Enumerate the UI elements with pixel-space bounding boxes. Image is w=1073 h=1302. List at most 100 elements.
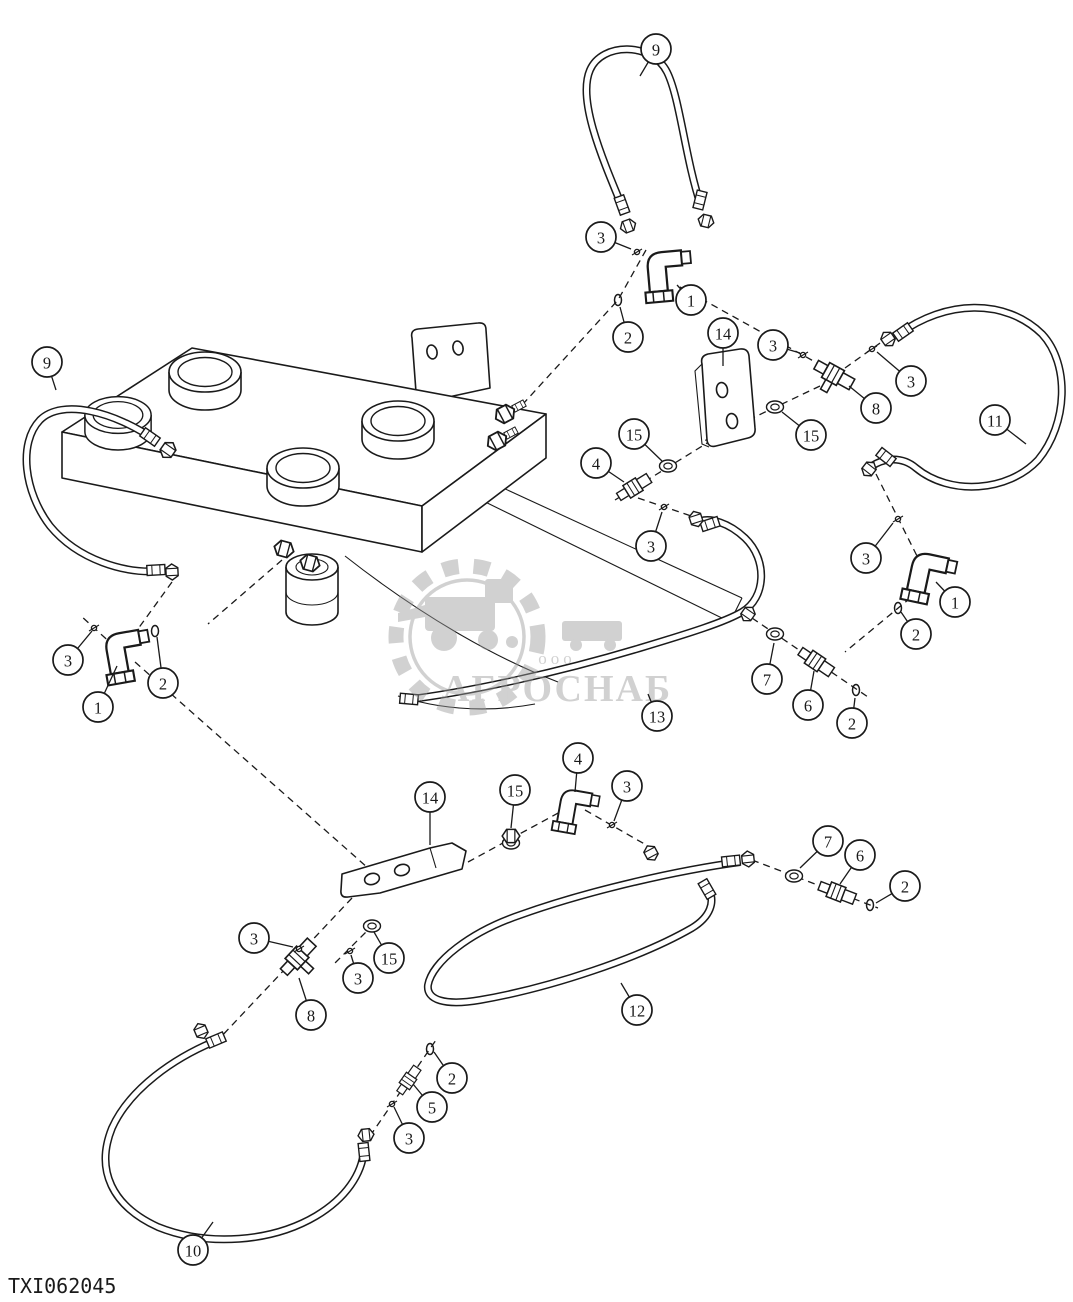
callout-1: 1 <box>82 665 118 723</box>
callout-3: 3 <box>876 351 927 397</box>
connector-fitting-5 <box>393 1063 424 1098</box>
svg-text:3: 3 <box>354 970 362 989</box>
nut-15 <box>501 828 521 844</box>
hose-9-top <box>582 45 716 236</box>
callout-15: 15 <box>499 774 531 829</box>
manifold-assembly <box>61 322 547 626</box>
seal-3 <box>866 345 878 353</box>
callout-15: 15 <box>618 418 663 462</box>
tractor-silhouette-icon <box>398 579 622 651</box>
connector-fitting-6 <box>816 877 859 908</box>
callout-10: 10 <box>177 1221 214 1266</box>
svg-text:13: 13 <box>649 708 666 727</box>
hose-13-middle <box>398 508 766 706</box>
callout-2: 2 <box>433 1051 468 1094</box>
callout-7: 7 <box>751 642 783 695</box>
svg-text:1: 1 <box>94 699 102 718</box>
svg-text:3: 3 <box>769 337 777 356</box>
svg-text:3: 3 <box>250 930 258 949</box>
svg-text:3: 3 <box>405 1130 413 1149</box>
callout-5: 5 <box>412 1083 448 1123</box>
callout-15: 15 <box>781 411 827 451</box>
callout-6: 6 <box>792 670 824 721</box>
seal-3 <box>386 1100 398 1108</box>
seal-3 <box>658 503 670 511</box>
seal-3 <box>892 515 904 523</box>
callout-14: 14 <box>707 317 739 366</box>
callout-3: 3 <box>238 922 294 954</box>
svg-text:15: 15 <box>803 427 820 446</box>
svg-text:15: 15 <box>507 782 524 801</box>
svg-text:3: 3 <box>647 538 655 557</box>
svg-text:9: 9 <box>43 354 51 373</box>
tee-fitting-8 <box>278 936 326 985</box>
hose-12-bottom <box>423 842 756 1007</box>
svg-text:3: 3 <box>64 652 72 671</box>
gear-logo-icon <box>388 558 622 716</box>
washer-15 <box>765 400 785 414</box>
svg-text:15: 15 <box>381 950 398 969</box>
svg-text:2: 2 <box>448 1070 456 1089</box>
callout-3: 3 <box>585 221 632 253</box>
hose-11-right <box>858 303 1066 491</box>
svg-text:6: 6 <box>856 847 864 866</box>
svg-text:3: 3 <box>597 229 605 248</box>
svg-text:10: 10 <box>185 1242 202 1261</box>
watermark: ооо АГРОСНАБ <box>388 558 672 716</box>
washer-15 <box>658 459 678 473</box>
svg-text:8: 8 <box>872 400 880 419</box>
oring-2 <box>613 293 623 307</box>
svg-text:3: 3 <box>862 550 870 569</box>
callout-9: 9 <box>31 346 63 391</box>
callout-3: 3 <box>342 954 374 994</box>
svg-text:2: 2 <box>901 878 909 897</box>
svg-text:4: 4 <box>574 750 582 769</box>
svg-text:9: 9 <box>652 41 660 60</box>
manifold-port-boss <box>168 351 242 411</box>
svg-text:14: 14 <box>422 789 439 808</box>
callout-3: 3 <box>635 511 667 562</box>
manifold-port-boss <box>361 400 435 460</box>
tee-fitting-8 <box>807 357 856 401</box>
svg-text:3: 3 <box>907 373 915 392</box>
svg-text:2: 2 <box>624 329 632 348</box>
callout-2: 2 <box>612 306 644 353</box>
callout-2: 2 <box>836 697 868 739</box>
callout-6: 6 <box>839 839 876 885</box>
watermark-prefix: ооо <box>538 649 576 668</box>
washer-7 <box>784 869 804 883</box>
svg-text:2: 2 <box>848 715 856 734</box>
mounting-plate <box>410 322 491 399</box>
svg-text:4: 4 <box>592 455 600 474</box>
callout-3: 3 <box>611 770 643 822</box>
elbow-fitting-4 <box>550 786 602 839</box>
svg-text:7: 7 <box>763 671 771 690</box>
callout-3: 3 <box>757 329 801 361</box>
manifold-front-port <box>271 538 297 560</box>
callout-3: 3 <box>393 1106 425 1154</box>
callout-1: 1 <box>935 581 971 618</box>
washer-15 <box>362 919 382 933</box>
svg-text:2: 2 <box>912 626 920 645</box>
callout-4: 4 <box>580 447 625 483</box>
callout-11: 11 <box>979 404 1027 445</box>
svg-text:14: 14 <box>715 325 732 344</box>
callout-1: 1 <box>675 284 707 316</box>
callout-9: 9 <box>639 33 672 77</box>
hose-10-bottom-left <box>101 1020 376 1244</box>
watermark-name: АГРОСНАБ <box>442 668 672 710</box>
connector-fitting-6 <box>795 644 837 680</box>
oring-2 <box>851 683 861 697</box>
callout-4: 4 <box>562 742 594 793</box>
svg-text:2: 2 <box>159 675 167 694</box>
callout-15: 15 <box>373 931 405 974</box>
bracket-14-upper <box>694 348 756 448</box>
bracket-14-lower <box>340 842 467 898</box>
callout-8: 8 <box>295 977 327 1031</box>
callout-2: 2 <box>875 870 921 904</box>
svg-text:5: 5 <box>428 1099 436 1118</box>
callout-2: 2 <box>147 636 179 699</box>
svg-text:1: 1 <box>687 292 695 311</box>
